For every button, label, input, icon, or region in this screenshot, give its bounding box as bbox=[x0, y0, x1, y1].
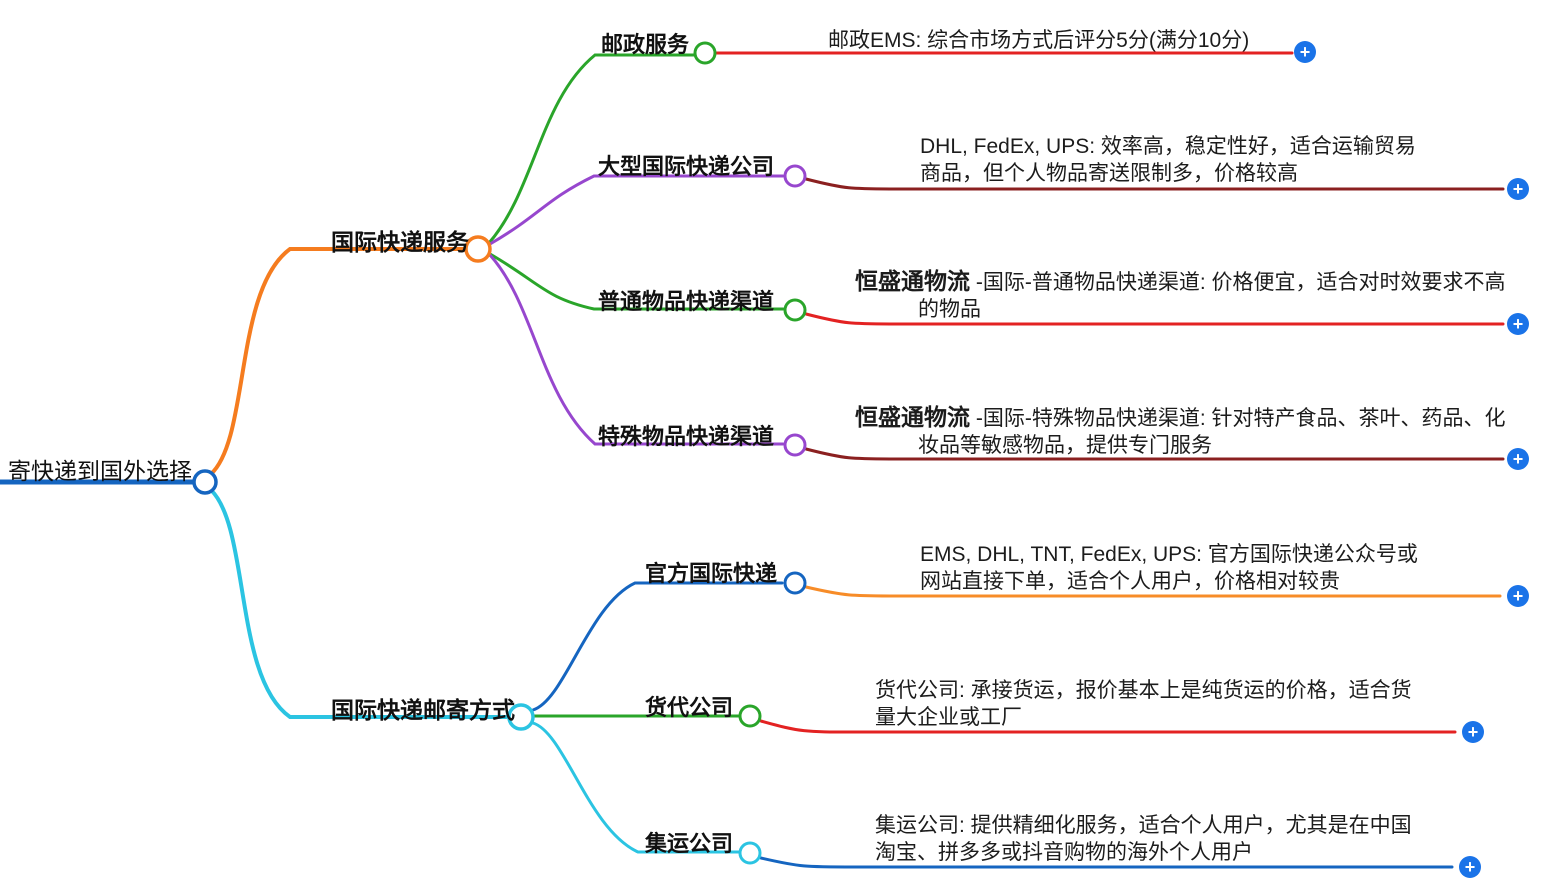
branch-service-label[interactable]: 国际快递服务 bbox=[331, 229, 469, 255]
leafline-guanfang bbox=[804, 585, 1502, 598]
leaf-putong-desc: -国际-普通物品快递渠道: 价格便宜，适合对时效要求不高的物品 bbox=[918, 271, 1506, 321]
leaf-text-putong[interactable]: 恒盛通物流 -国际-普通物品快递渠道: 价格便宜，适合对时效要求不高的物品 bbox=[855, 268, 1518, 323]
add-node-button-guanfang[interactable]: + bbox=[1507, 585, 1529, 607]
edge-daxing bbox=[488, 174, 785, 246]
leaf-text-jiyun[interactable]: 集运公司: 提供精细化服务，适合个人用户，尤其是在中国淘宝、拼多多或抖音购物的海… bbox=[875, 814, 1412, 864]
leaf-text-teshu[interactable]: 恒盛通物流 -国际-特殊物品快递渠道: 针对特产食品、茶叶、药品、化妆品等敏感物… bbox=[855, 404, 1518, 459]
node-jiyun-label[interactable]: 集运公司 bbox=[645, 831, 734, 856]
node-putong-label[interactable]: 普通物品快递渠道 bbox=[598, 289, 775, 314]
add-node-button-daxing[interactable]: + bbox=[1507, 178, 1529, 200]
anchor-guanfang[interactable] bbox=[783, 571, 807, 595]
edge-branch-method bbox=[209, 488, 508, 719]
leaf-text-youzheng[interactable]: 邮政EMS: 综合市场方式后评分5分(满分10分) bbox=[828, 29, 1250, 52]
edge-jiyun bbox=[531, 721, 741, 854]
edge-youzheng bbox=[487, 53, 696, 245]
leafline-huodai bbox=[759, 719, 1457, 734]
anchor-youzheng[interactable] bbox=[693, 41, 717, 65]
add-node-button-jiyun[interactable]: + bbox=[1459, 856, 1481, 878]
node-guanfang-label[interactable]: 官方国际快递 bbox=[645, 561, 778, 586]
anchor-branch-service[interactable] bbox=[464, 235, 492, 263]
anchor-branch-method[interactable] bbox=[507, 703, 535, 731]
edge-guanfang bbox=[531, 581, 784, 712]
node-daxing-label[interactable]: 大型国际快递公司 bbox=[598, 154, 775, 179]
add-node-button-teshu[interactable]: + bbox=[1507, 448, 1529, 470]
anchor-daxing[interactable] bbox=[783, 164, 807, 188]
anchor-putong[interactable] bbox=[783, 298, 807, 322]
edge-putong bbox=[488, 252, 785, 311]
edge-branch-service bbox=[209, 247, 468, 476]
add-node-button-huodai[interactable]: + bbox=[1462, 721, 1484, 743]
leaf-text-daxing[interactable]: DHL, FedEx, UPS: 效率高，稳定性好，适合运输贸易商品，但个人物品… bbox=[920, 135, 1416, 185]
leaf-teshu-desc: -国际-特殊物品快递渠道: 针对特产食品、茶叶、药品、化妆品等敏感物品，提供专门… bbox=[918, 407, 1506, 457]
leafline-putong bbox=[804, 312, 1505, 326]
leaf-putong-brand: 恒盛通物流 bbox=[855, 268, 970, 294]
leafline-teshu bbox=[804, 447, 1505, 461]
leaf-text-guanfang[interactable]: EMS, DHL, TNT, FedEx, UPS: 官方国际快递公众号或网站直… bbox=[920, 543, 1418, 593]
edge-teshu bbox=[488, 253, 785, 446]
leaf-text-huodai[interactable]: 货代公司: 承接货运，报价基本上是纯货运的价格，适合货量大企业或工厂 bbox=[875, 679, 1412, 729]
leafline-jiyun bbox=[759, 856, 1454, 869]
anchor-teshu[interactable] bbox=[783, 433, 807, 457]
anchor-root[interactable] bbox=[192, 469, 218, 495]
leafline-daxing bbox=[804, 177, 1505, 191]
leaf-teshu-brand: 恒盛通物流 bbox=[855, 404, 970, 430]
node-teshu-label[interactable]: 特殊物品快递渠道 bbox=[598, 424, 775, 449]
branch-method-label[interactable]: 国际快递邮寄方式 bbox=[331, 697, 515, 723]
node-huodai-label[interactable]: 货代公司 bbox=[645, 695, 734, 720]
anchor-jiyun[interactable] bbox=[738, 841, 762, 865]
add-node-button-youzheng[interactable]: + bbox=[1294, 41, 1316, 63]
node-youzheng-label[interactable]: 邮政服务 bbox=[601, 32, 690, 57]
root-node-label[interactable]: 寄快递到国外选择 bbox=[8, 458, 192, 484]
add-node-button-putong[interactable]: + bbox=[1507, 313, 1529, 335]
anchor-huodai[interactable] bbox=[738, 704, 762, 728]
